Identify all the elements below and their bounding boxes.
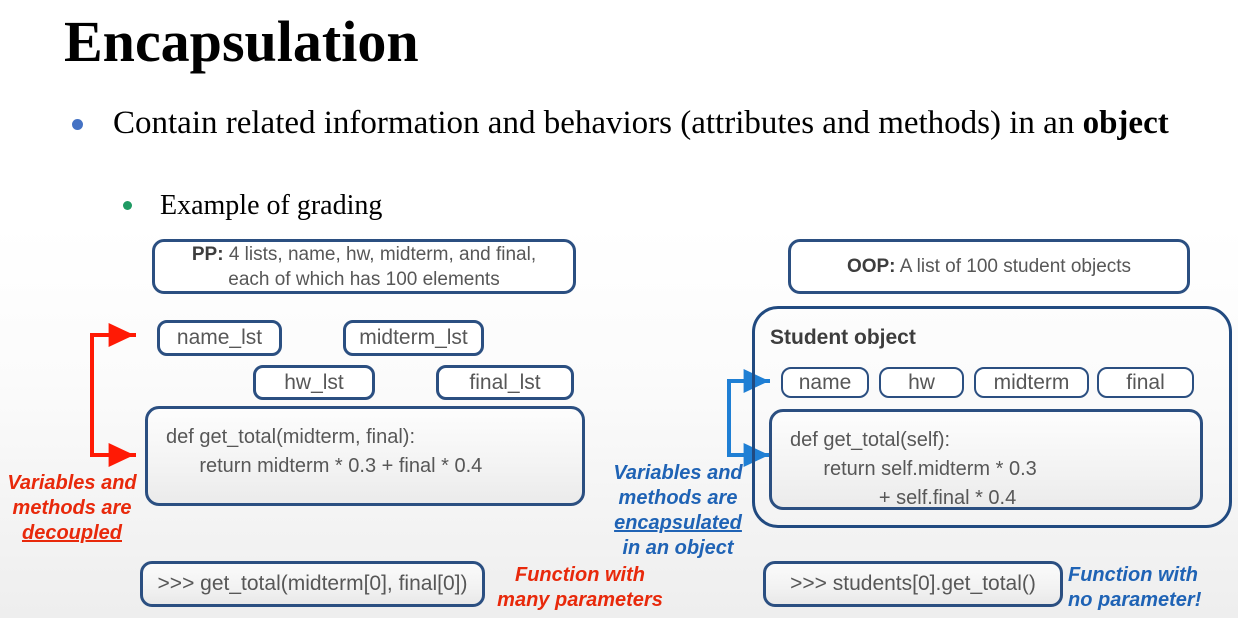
annotation-encapsulated-line1: Variables and	[613, 462, 743, 484]
oop-header-box: OOP: A list of 100 student objects	[788, 239, 1190, 294]
list-box-midterm-lst[interactable]: midterm_lst	[343, 320, 484, 356]
list-box-hw-lst[interactable]: hw_lst	[253, 365, 375, 400]
attr-box-hw[interactable]: hw	[879, 367, 964, 398]
oop-label: OOP:	[846, 256, 896, 277]
attr-box-name[interactable]: name	[781, 367, 869, 398]
bullet-level1: Contain related information and behavior…	[113, 103, 1203, 144]
attr-box-final[interactable]: final	[1097, 367, 1194, 398]
pp-label: PP:	[191, 243, 224, 265]
annotation-decoupled: Variables and methods are decoupled	[2, 471, 142, 546]
oop-code-box: def get_total(self): return self.midterm…	[769, 409, 1203, 510]
caption-many-parameters-line2: many parameters	[497, 589, 663, 611]
annotation-encapsulated: Variables and methods are encapsulated i…	[608, 461, 748, 561]
annotation-decoupled-line1: Variables and	[7, 472, 137, 494]
student-object-label: Student object	[770, 326, 916, 349]
bullet-marker-level1	[72, 119, 83, 130]
pp-header-text: PP: 4 lists, name, hw, midterm, and fina…	[192, 242, 536, 292]
pp-prompt-box[interactable]: >>> get_total(midterm[0], final[0])	[140, 561, 485, 607]
bullet-marker-level2	[123, 201, 132, 210]
annotation-encapsulated-line2: methods are	[618, 487, 738, 509]
oop-description: A list of 100 student objects	[895, 256, 1132, 277]
caption-no-parameter-line1: Function with	[1068, 564, 1198, 586]
pp-header-box: PP: 4 lists, name, hw, midterm, and fina…	[152, 239, 576, 294]
list-box-name-lst[interactable]: name_lst	[157, 320, 282, 356]
caption-no-parameter-line2: no parameter!	[1068, 589, 1202, 611]
bullet-level1-lead: Contain related information and behavior…	[113, 105, 1083, 141]
bullet-level2: Example of grading	[160, 190, 383, 221]
oop-header-text: OOP: A list of 100 student objects	[847, 254, 1131, 279]
attr-box-midterm[interactable]: midterm	[974, 367, 1089, 398]
bullet-level1-emphasis: object	[1082, 105, 1169, 141]
caption-many-parameters: Function with many parameters	[490, 563, 670, 613]
caption-no-parameter: Function with no parameter!	[1068, 563, 1238, 613]
caption-many-parameters-line1: Function with	[515, 564, 645, 586]
annotation-decoupled-line2: methods are	[12, 497, 132, 519]
oop-prompt-box[interactable]: >>> students[0].get_total()	[763, 561, 1063, 607]
annotation-encapsulated-line3: encapsulated	[614, 512, 742, 534]
annotation-decoupled-line3: decoupled	[21, 522, 122, 544]
annotation-encapsulated-line4: in an object	[622, 537, 734, 559]
pp-description: 4 lists, name, hw, midterm, and final, e…	[228, 243, 537, 290]
student-object-container	[752, 306, 1232, 528]
page-title: Encapsulation	[64, 9, 419, 74]
pp-code-box: def get_total(midterm, final): return mi…	[145, 406, 585, 506]
list-box-final-lst[interactable]: final_lst	[436, 365, 574, 400]
